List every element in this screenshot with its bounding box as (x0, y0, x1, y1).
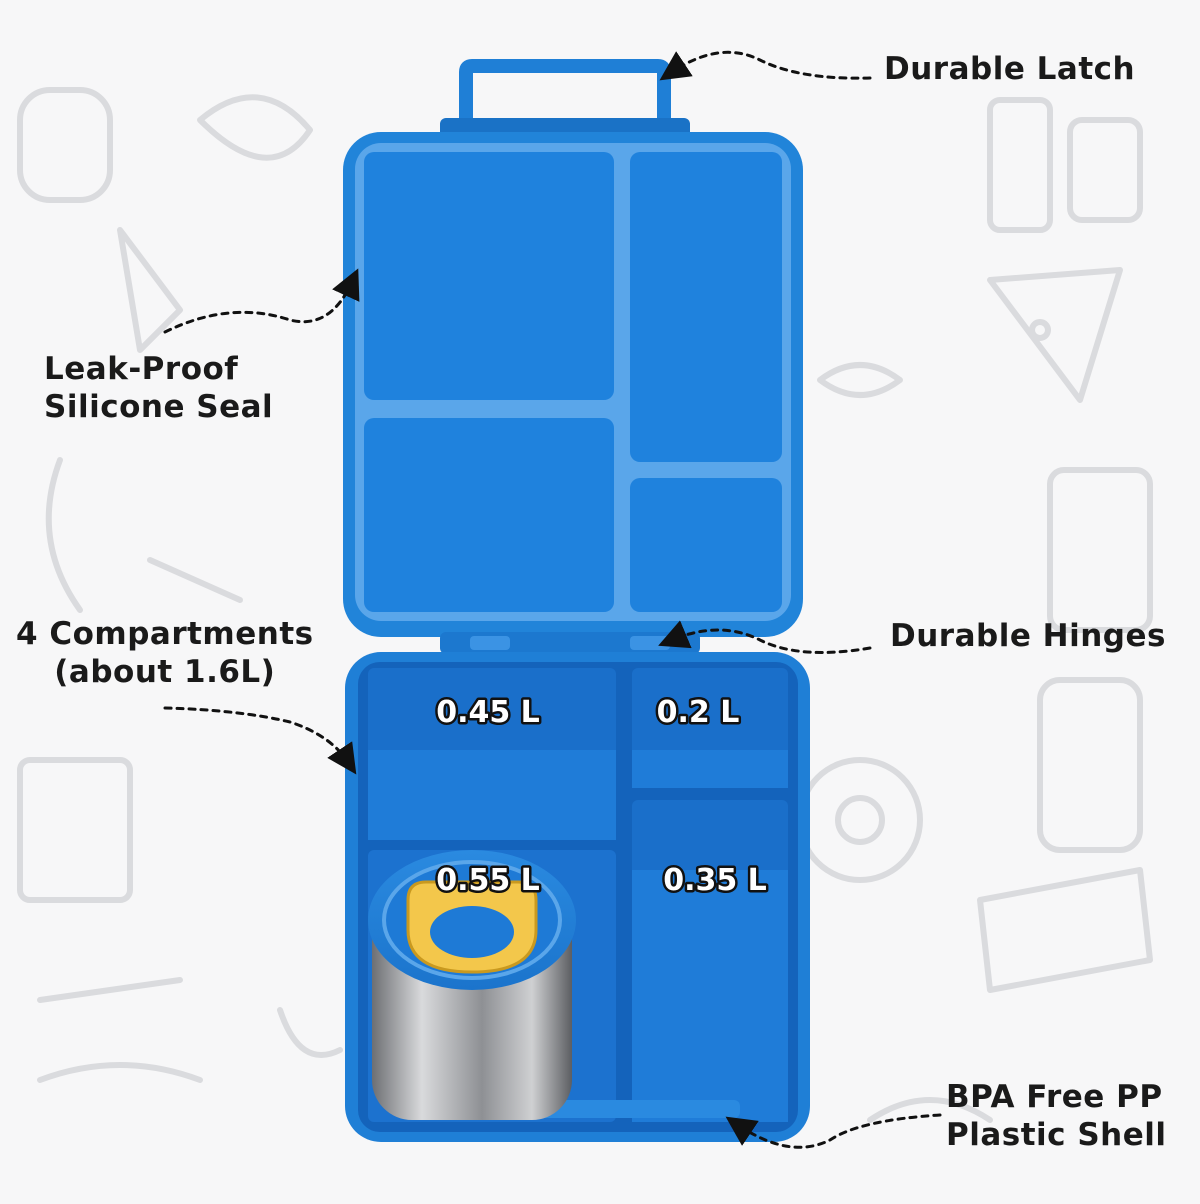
volume-label-bottom-right: 0.35 L (663, 863, 767, 898)
callout-shell: BPA Free PP Plastic Shell (946, 1079, 1167, 1153)
arrow-latch (659, 50, 872, 81)
volume-label-top-left: 0.45 L (436, 695, 540, 730)
callout-arrows (163, 50, 942, 1149)
callout-compartments: 4 Compartments (about 1.6L) (16, 616, 314, 690)
callout-seal: Leak-Proof Silicone Seal (44, 351, 274, 425)
background-doodles (17, 87, 1153, 1123)
arrow-shell (725, 1113, 942, 1149)
lunch-box-lid (343, 59, 803, 637)
callout-latch: Durable Latch (884, 51, 1136, 87)
arrow-compartments (163, 706, 357, 775)
volume-label-top-right: 0.2 L (657, 695, 740, 730)
callout-hinges: Durable Hinges (890, 618, 1166, 654)
volume-label-bottom-left: 0.55 L (436, 863, 540, 898)
hinges (440, 632, 700, 654)
latch (440, 59, 690, 140)
arrow-seal (163, 268, 360, 334)
arrow-hinges (658, 620, 872, 654)
food-jar (368, 850, 576, 1120)
